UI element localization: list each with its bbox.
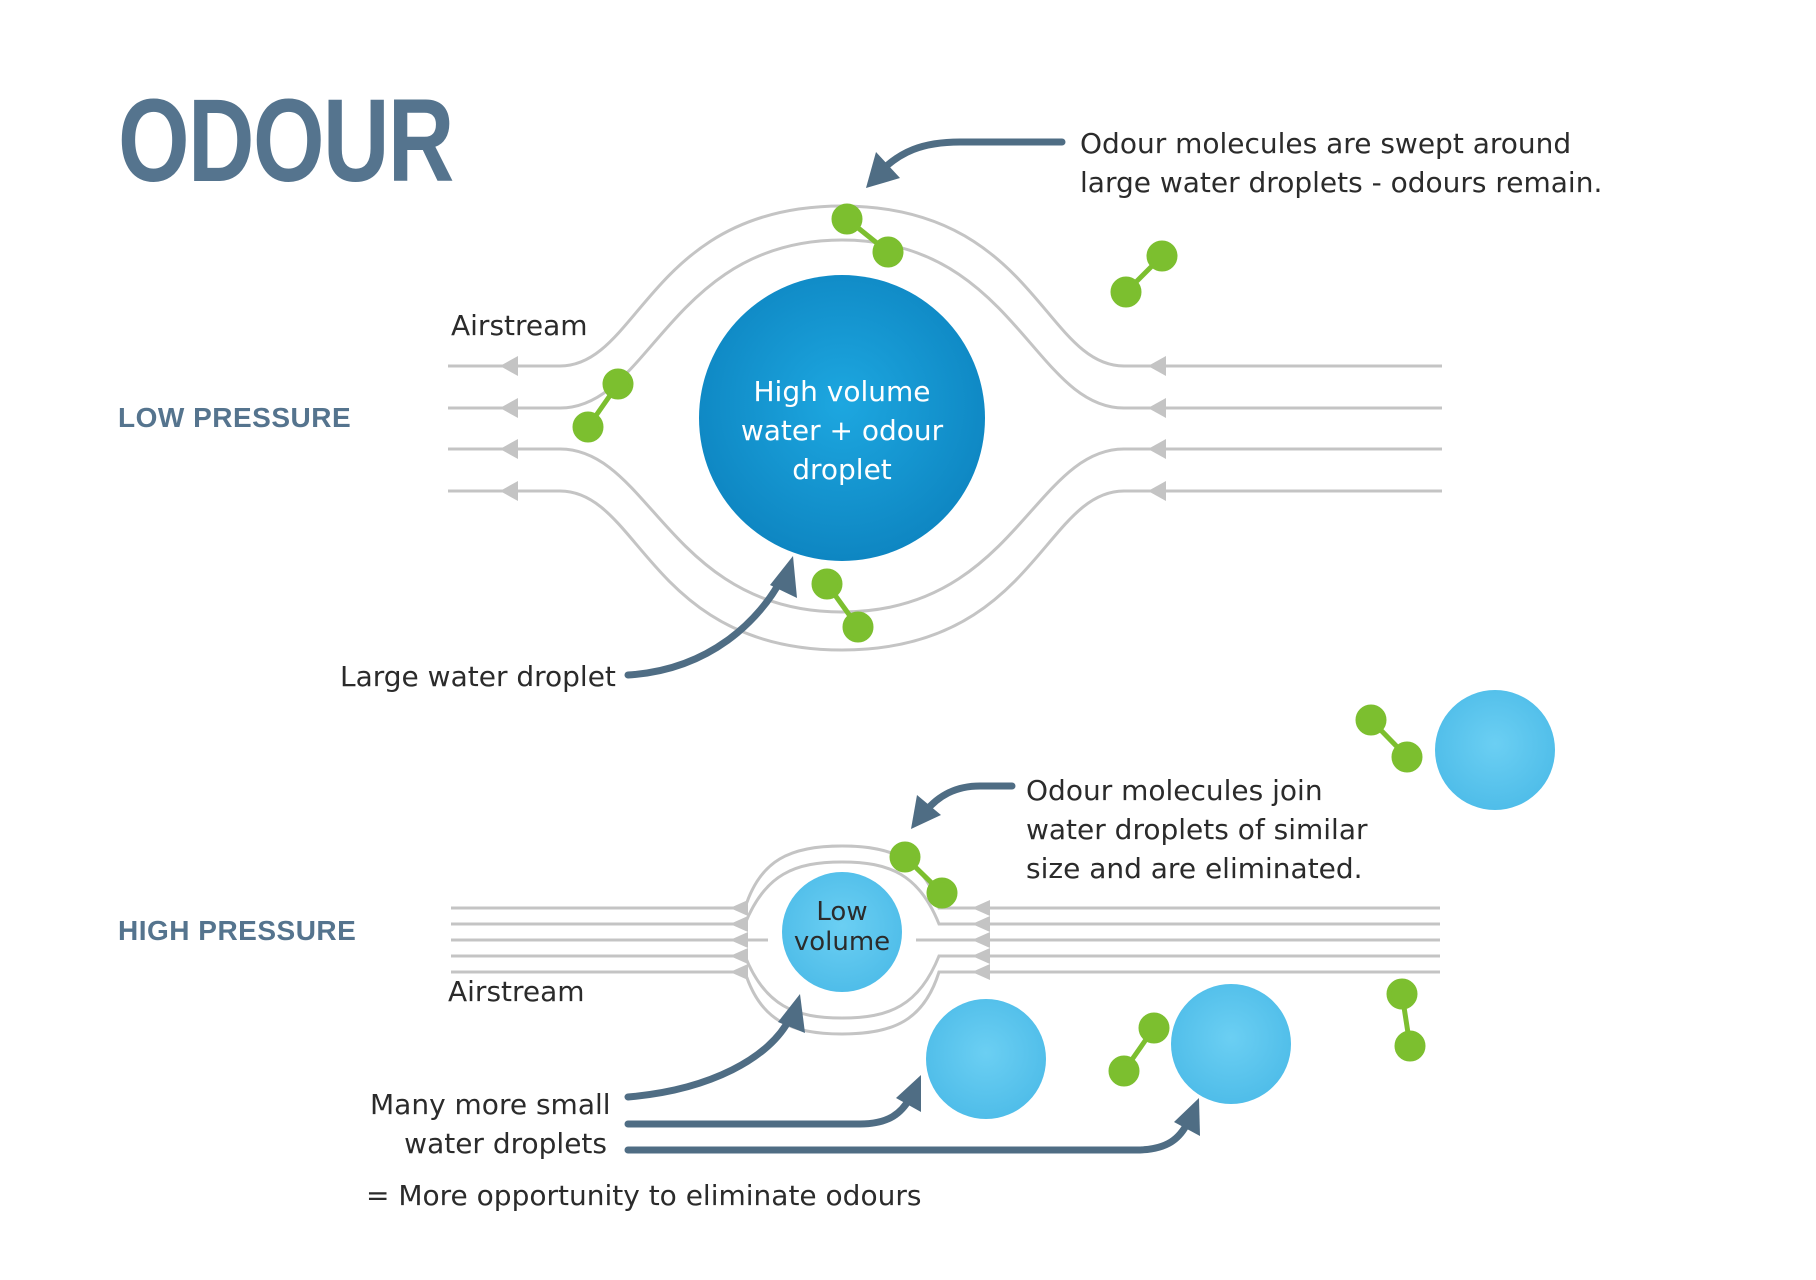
flow-arrowhead xyxy=(972,900,990,916)
section-label-high-pressure: HIGH PRESSURE xyxy=(118,915,357,946)
streamline-hp-2 xyxy=(451,860,1440,926)
swept-caption-line1: Odour molecules are swept around xyxy=(1080,127,1572,160)
flow-arrowhead xyxy=(730,900,748,916)
odour-molecule xyxy=(831,203,904,268)
streamline-hp-5 xyxy=(451,970,1440,1036)
flow-arrowhead xyxy=(1148,481,1166,501)
small-droplet-text-line2: volume xyxy=(793,927,891,957)
join-caption-line3: size and are eliminated. xyxy=(1026,852,1363,885)
small-water-droplet xyxy=(1435,690,1555,810)
flow-arrowhead xyxy=(730,948,748,964)
flow-arrowhead xyxy=(972,916,990,932)
flow-arrowhead xyxy=(500,439,518,459)
page-title: ODOUR xyxy=(118,75,454,207)
opportunity-caption: = More opportunity to eliminate odours xyxy=(366,1179,922,1212)
odour-molecule xyxy=(1355,704,1423,773)
odour-molecule xyxy=(889,841,958,909)
large-droplet-text-line2: water + odour xyxy=(740,414,944,447)
annotation-arrowheads xyxy=(770,152,1200,1136)
small-water-droplet xyxy=(1171,984,1291,1104)
arrowhead xyxy=(911,795,941,829)
flow-arrowhead xyxy=(500,481,518,501)
small-droplet-text-line1: Low xyxy=(816,897,868,927)
large-droplet-text-line1: High volume xyxy=(753,375,931,408)
streamline-bottom-inner xyxy=(448,447,1442,614)
odour-molecule xyxy=(811,568,874,643)
arrowhead xyxy=(866,152,900,188)
flow-arrowhead xyxy=(1148,356,1166,376)
odour-molecule xyxy=(1108,1012,1170,1087)
arrowhead xyxy=(1174,1098,1200,1136)
arrowhead xyxy=(896,1075,921,1112)
arrowhead xyxy=(770,556,797,598)
flow-arrowhead xyxy=(500,356,518,376)
odour-molecule xyxy=(572,368,634,443)
large-droplet-text-line3: droplet xyxy=(792,453,892,486)
flow-arrowhead xyxy=(972,932,990,948)
flow-arrowhead xyxy=(972,948,990,964)
small-water-droplet xyxy=(926,999,1046,1119)
flow-arrowhead xyxy=(1148,439,1166,459)
flow-arrowhead xyxy=(730,932,748,948)
arrow-small-droplet-2 xyxy=(624,1094,914,1128)
many-droplets-caption-line1: Many more small xyxy=(370,1088,611,1121)
join-caption-line2: water droplets of similar xyxy=(1026,813,1368,846)
odour-molecule xyxy=(1110,240,1178,308)
arrowhead xyxy=(778,994,805,1033)
flow-arrowhead xyxy=(1148,398,1166,418)
join-caption-line1: Odour molecules join xyxy=(1026,774,1323,807)
odour-molecules xyxy=(572,203,1426,1087)
flow-arrowhead xyxy=(730,916,748,932)
arrow-swept-around xyxy=(876,138,1066,176)
streamline-bottom-outer xyxy=(448,489,1442,652)
airstream-label-top: Airstream xyxy=(451,309,588,342)
small-water-droplet-center xyxy=(782,872,902,992)
swept-caption-line2: large water droplets - odours remain. xyxy=(1080,166,1603,199)
section-label-low-pressure: LOW PRESSURE xyxy=(118,402,352,433)
streamline-hp-4 xyxy=(451,954,1440,1020)
high-pressure-flow-arrows xyxy=(730,900,990,980)
arrow-small-droplet-1 xyxy=(624,1014,794,1101)
arrow-large-droplet xyxy=(624,574,786,679)
flow-arrowhead xyxy=(730,964,748,980)
large-droplet-caption: Large water droplet xyxy=(340,660,616,693)
odour-molecule xyxy=(1386,978,1426,1062)
airstream-label-bottom: Airstream xyxy=(448,975,585,1008)
low-pressure-flow-arrows xyxy=(500,356,1166,501)
flow-arrowhead xyxy=(972,964,990,980)
many-droplets-caption-line2: water droplets xyxy=(404,1127,607,1160)
flow-arrowhead xyxy=(500,398,518,418)
large-water-droplet xyxy=(699,275,985,561)
arrow-join-droplets xyxy=(921,782,1016,816)
